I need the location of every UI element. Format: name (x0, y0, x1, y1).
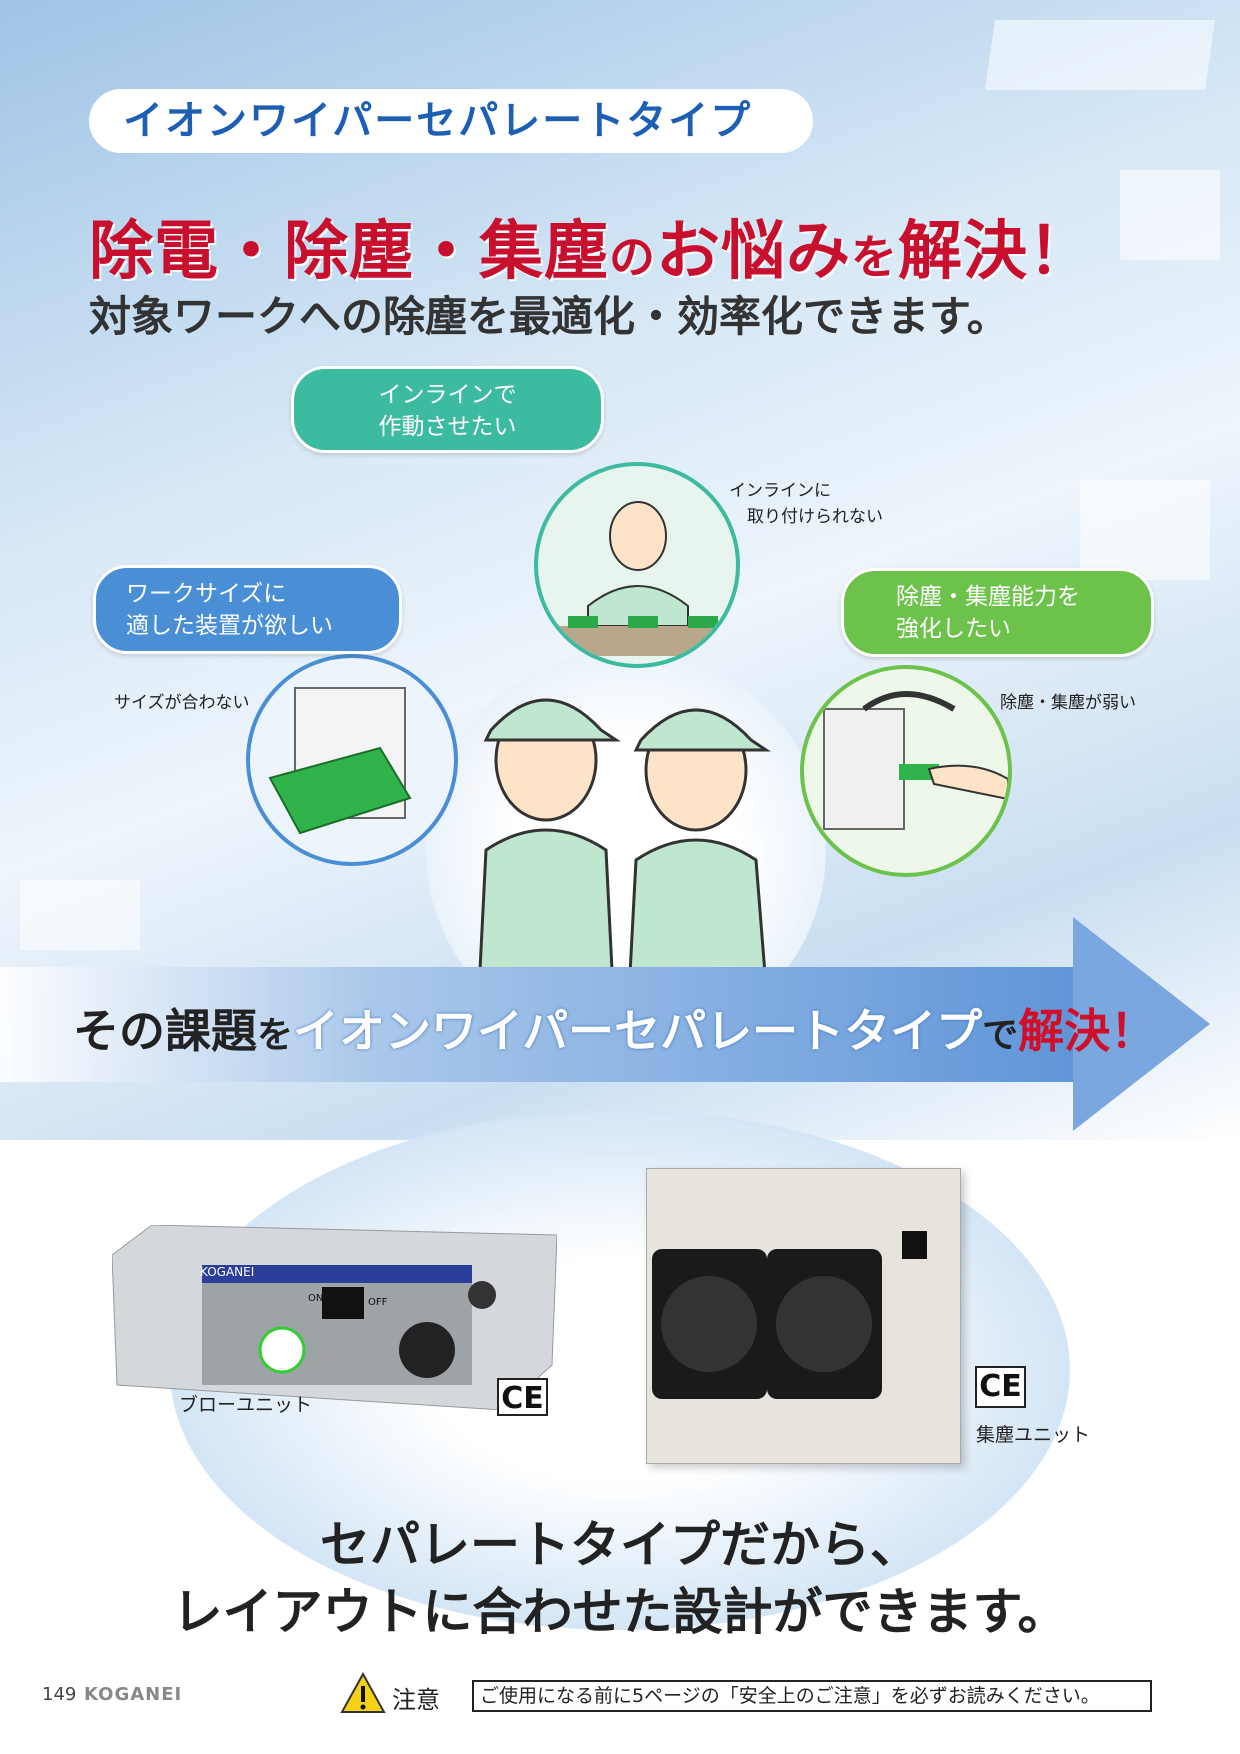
page-title: イオンワイパーセパレートタイプ (89, 89, 813, 153)
caution-notice: ご使用になる前に5ページの「安全上のご注意」を必ずお読みください。 (472, 1680, 1152, 1712)
speech-bubble-inline: インラインで作動させたい (291, 366, 604, 453)
size-illustration (246, 654, 458, 866)
footer-brand: KOGANEI (84, 1684, 183, 1705)
arrow-message: その課題をイオンワイパーセパレートタイプで解決！ (73, 1004, 1157, 1058)
page-number: 149 (42, 1684, 77, 1705)
blow-unit-photo: KOGANEI ON OFF (111, 1224, 558, 1411)
warning-icon (340, 1672, 386, 1713)
ce-mark: CE (497, 1378, 548, 1416)
decor-square (20, 880, 140, 950)
subheadline: 対象ワークへの除塵を最適化・効率化できます。 (89, 292, 1009, 341)
arrow-head (1073, 917, 1210, 1131)
inline-illustration (534, 462, 740, 668)
speech-bubble-size: ワークサイズに適した装置が欲しい (93, 565, 402, 654)
conclusion-line1: セパレートタイプだから、 (320, 1516, 920, 1574)
decor-square (985, 20, 1215, 90)
caption-weak: 除塵・集塵が弱い (1000, 693, 1136, 713)
brand-plate: KOGANEI (200, 1265, 255, 1279)
switch-on-label: ON (308, 1293, 324, 1304)
headline: 除電・除塵・集塵のお悩みを解決！ (89, 215, 1093, 289)
caption-inline: インラインに取り付けられない (729, 481, 883, 527)
blow-unit-label: ブローユニット (179, 1394, 313, 1416)
dust-illustration (800, 665, 1012, 877)
ce-mark: CE (975, 1366, 1026, 1408)
caution-label: 注意 (392, 1686, 440, 1714)
dust-unit-label: 集塵ユニット (976, 1424, 1091, 1446)
conclusion-line2: レイアウトに合わせた設計ができます。 (172, 1583, 1068, 1641)
decor-square (1080, 480, 1210, 580)
dust-collector-photo (646, 1168, 961, 1464)
speech-bubble-dust: 除塵・集塵能力を強化したい (841, 568, 1154, 657)
arrow-band (0, 967, 1080, 1082)
switch-off-label: OFF (368, 1297, 388, 1308)
decor-square (1120, 170, 1220, 260)
caption-size: サイズが合わない (114, 693, 250, 713)
